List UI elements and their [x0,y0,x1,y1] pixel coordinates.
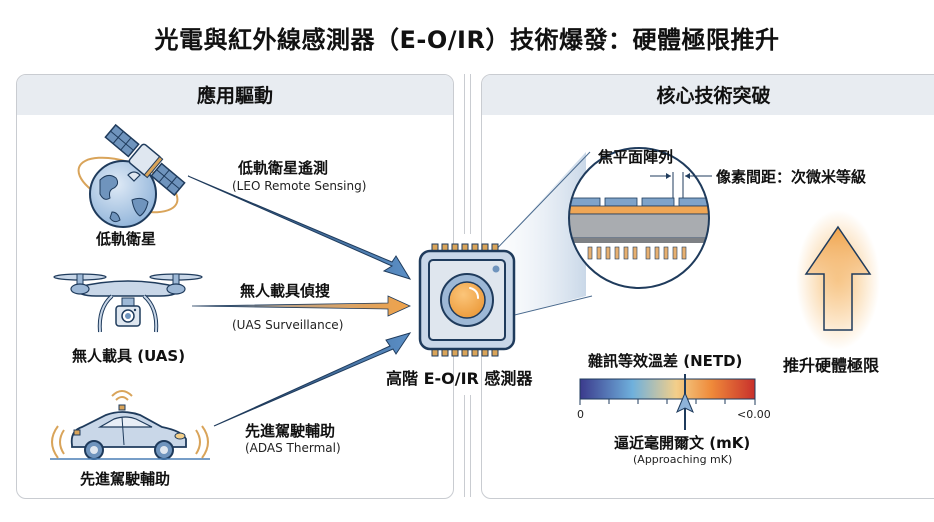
netd-marker [676,374,694,430]
netd-caption: 逼近毫開爾文 (mK) [614,434,751,452]
netd-title: 雜訊等效溫差 (NETD) [588,352,743,370]
adas-arrow-label: 先進駕駛輔助 [245,422,336,440]
upward-boost-arrow-icon [796,210,880,350]
panel-divider-left-lower [464,395,465,497]
arrow-adas-to-sensor [213,332,412,427]
panel-divider-right [470,74,471,234]
cone-edge-top [483,151,591,263]
satellite-caption: 低軌衛星 [96,230,157,248]
car-icon [50,390,210,460]
netd-caption-sub: (Approaching mK) [633,453,733,466]
car-caption: 先進駕駛輔助 [80,470,171,488]
applications-panel-heading: 應用驅動 [17,75,453,115]
focal-plane-array-magnifier [568,147,712,289]
panel-divider-right-lower [470,395,471,497]
drone-caption: 無人載具 (UAS) [72,347,186,365]
panel-divider-left [464,74,465,234]
netd-ticks [579,399,756,405]
netd-scale-max: <0.00 [737,408,771,421]
netd-scale-min: 0 [577,408,584,421]
arrow-uas-to-sensor [191,295,411,317]
pixel-pitch-label: 像素間距：次微米等級 [716,168,867,186]
uas-arrow-sublabel: (UAS Surveillance) [232,318,344,332]
page-title: 光電與紅外線感測器（E-O/IR）技術爆發：硬體極限推升 [154,26,780,54]
core-tech-panel-heading: 核心技術突破 [482,75,934,115]
satellite-globe-icon [77,123,186,228]
adas-arrow-sublabel: (ADAS Thermal) [245,441,341,455]
netd-scale [579,374,756,430]
sensor-chip-icon [418,243,516,357]
leo-arrow-label: 低軌衛星遙測 [238,159,329,177]
arrow-leo-to-sensor [187,175,412,280]
boost-label: 推升硬體極限 [783,356,880,375]
netd-gradient-bar [579,378,756,400]
fpa-label: 焦平面陣列 [598,148,674,166]
uas-arrow-label: 無人載具偵搜 [240,282,331,300]
sensor-chip-label: 高階 E-O/IR 感測器 [386,369,533,388]
drone-icon [53,273,203,333]
leo-arrow-sublabel: (LEO Remote Sensing) [232,179,367,193]
